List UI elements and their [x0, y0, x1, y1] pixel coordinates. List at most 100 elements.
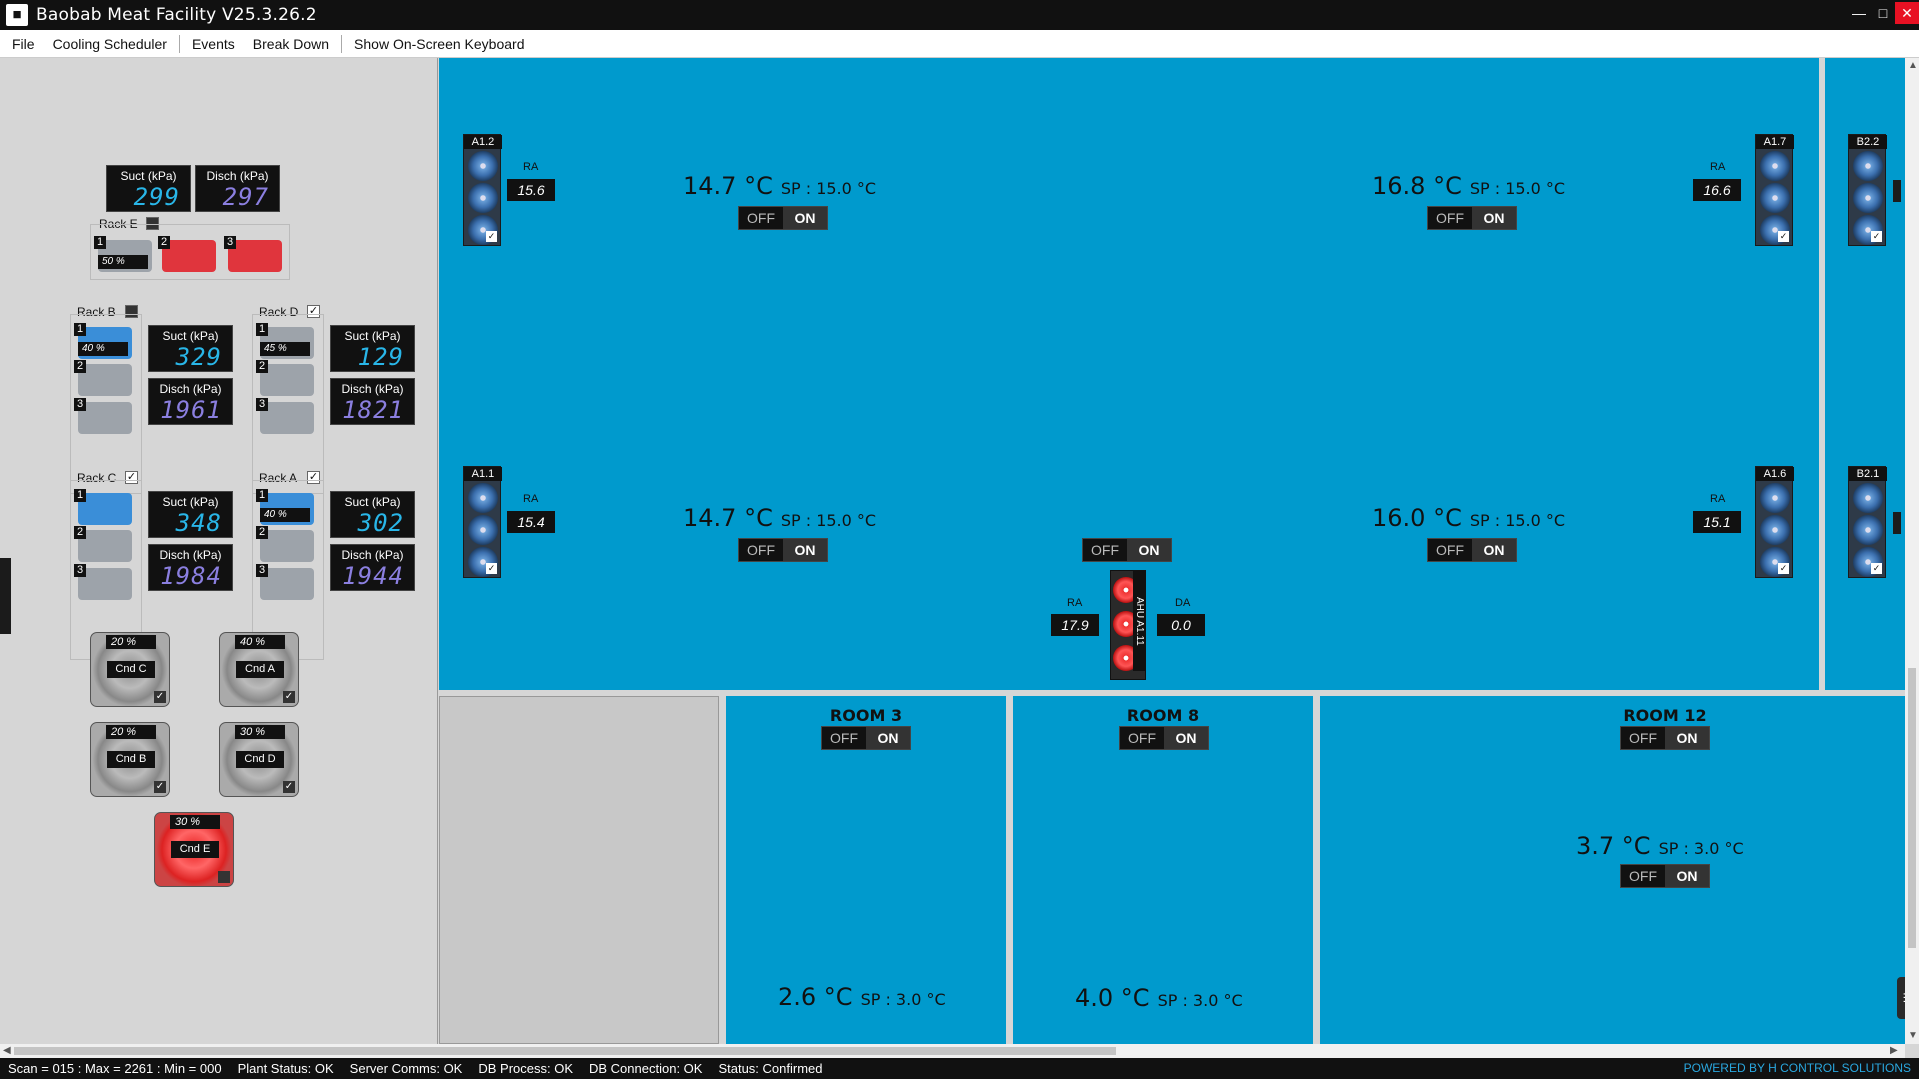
compressor-a3[interactable]: 3 [256, 564, 314, 600]
rack-e-discharge-value: 297 [222, 183, 269, 211]
condenser-a-fan[interactable]: 40 % Cnd A ✓ [219, 632, 299, 707]
horizontal-scrollbar[interactable]: ◀ ▶ [0, 1044, 1905, 1058]
unit-a1-6[interactable]: A1.6 ✓ [1755, 466, 1794, 578]
compressor-c3[interactable]: 3 [74, 564, 132, 600]
compressor-e2[interactable]: 2 [158, 236, 216, 272]
condenser-e-label: Cnd E [171, 841, 219, 858]
condenser-c-fan[interactable]: 20 % Cnd C ✓ [90, 632, 170, 707]
edge-indicator [1893, 512, 1901, 534]
compressor-a2[interactable]: 2 [256, 526, 314, 562]
rack-a-suction-value: 302 [357, 509, 404, 537]
condenser-d-label: Cnd D [236, 751, 284, 768]
fan-icon [468, 183, 498, 213]
close-button[interactable]: ✕ [1895, 2, 1919, 24]
menu-events[interactable]: Events [178, 34, 241, 53]
menu-break-down[interactable]: Break Down [252, 35, 330, 52]
menu-cooling-scheduler[interactable]: Cooling Scheduler [52, 35, 167, 52]
cow-app-icon: ■ [6, 4, 28, 26]
rack-e-compressors [90, 224, 290, 280]
ra-a1-1-value: 15.4 [507, 511, 555, 533]
rack-b-label: Rack B [77, 305, 116, 319]
plant-status: Plant Status: OK [237, 1061, 334, 1076]
confirm-status: Status: Confirmed [718, 1061, 823, 1076]
room-12-panel [1320, 696, 1905, 1044]
edge-indicator [1893, 180, 1901, 202]
ra-label: RA [1710, 161, 1726, 173]
ra-label: RA [1067, 597, 1083, 609]
vertical-scrollbar[interactable]: ▲ ▼ [1905, 58, 1919, 1044]
powered-by-label: POWERED BY H CONTROL SOLUTIONS [1683, 1061, 1911, 1075]
compressor-b2[interactable]: 2 [74, 360, 132, 396]
compressor-c2[interactable]: 2 [74, 526, 132, 562]
room-8-title: ROOM 8 [1126, 706, 1200, 725]
db-process-status: DB Process: OK [478, 1061, 573, 1076]
rack-c-suction-value: 348 [175, 509, 222, 537]
maximize-button[interactable]: □ [1878, 5, 1888, 21]
unit-a1-2[interactable]: A1.2 ✓ [463, 134, 502, 246]
rack-d-suction-value: 129 [357, 343, 404, 371]
compressor-d2[interactable]: 2 [256, 360, 314, 396]
ra-a1-7-value: 16.6 [1693, 179, 1741, 201]
compressor-d3[interactable]: 3 [256, 398, 314, 434]
unit-a1-1[interactable]: A1.1 ✓ [463, 466, 502, 578]
minimize-button[interactable]: — [1852, 5, 1866, 21]
unit-a1-7[interactable]: A1.7 ✓ [1755, 134, 1794, 246]
condenser-c-label: Cnd C [107, 661, 155, 678]
ahu-ra-value: 17.9 [1051, 614, 1099, 636]
fan-icon [468, 151, 498, 181]
rack-e-enable-checkbox[interactable] [146, 217, 159, 230]
compressor-b3[interactable]: 3 [74, 398, 132, 434]
unit-b2-2[interactable]: B2.2 ✓ [1848, 134, 1887, 246]
compressor-c1[interactable]: 1 [74, 489, 132, 525]
ra-a1-6-value: 15.1 [1693, 511, 1741, 533]
condenser-e-fan[interactable]: 30 % Cnd E [154, 812, 234, 887]
rack-b-discharge-gauge: Disch (kPa) 1961 [148, 378, 233, 425]
rack-a-discharge-gauge: Disch (kPa) 1944 [330, 544, 415, 591]
window-title: Baobab Meat Facility V25.3.26.2 [36, 5, 317, 25]
horizontal-scroll-thumb [14, 1047, 1116, 1055]
scroll-down-arrow: ▼ [1908, 1030, 1918, 1041]
menu-file[interactable]: File [12, 35, 35, 52]
side-collapse-tab[interactable] [0, 558, 11, 634]
rack-b-suction-gauge: Suct (kPa) 329 [148, 325, 233, 372]
room-inactive [439, 696, 719, 1044]
menu-on-screen-keyboard[interactable]: Show On-Screen Keyboard [341, 34, 530, 53]
rack-c-discharge-gauge: Disch (kPa) 1984 [148, 544, 233, 591]
condenser-d-fan[interactable]: 30 % Cnd D ✓ [219, 722, 299, 797]
scroll-left-arrow: ◀ [3, 1045, 11, 1056]
rack-a-suction-gauge: Suct (kPa) 302 [330, 491, 415, 538]
server-comms-status: Server Comms: OK [349, 1061, 463, 1076]
menu-bar: File Cooling Scheduler Events Break Down… [0, 30, 1919, 58]
db-connection-status: DB Connection: OK [589, 1061, 703, 1076]
rack-c-discharge-value: 1984 [160, 562, 222, 590]
rack-e-suction-gauge: Suct (kPa) 299 [106, 165, 191, 212]
condenser-b-label: Cnd B [107, 751, 155, 768]
rack-d-discharge-value: 1821 [342, 396, 404, 424]
condenser-b-fan[interactable]: 20 % Cnd B ✓ [90, 722, 170, 797]
room-12-title: ROOM 12 [1623, 706, 1707, 725]
unit-b2-1[interactable]: B2.1 ✓ [1848, 466, 1887, 578]
compressor-e3[interactable]: 3 [224, 236, 282, 272]
room-8-panel [1013, 696, 1313, 1044]
ahu-a1-11[interactable]: AHU A1.11 [1110, 570, 1146, 680]
condenser-a-label: Cnd A [236, 661, 284, 678]
